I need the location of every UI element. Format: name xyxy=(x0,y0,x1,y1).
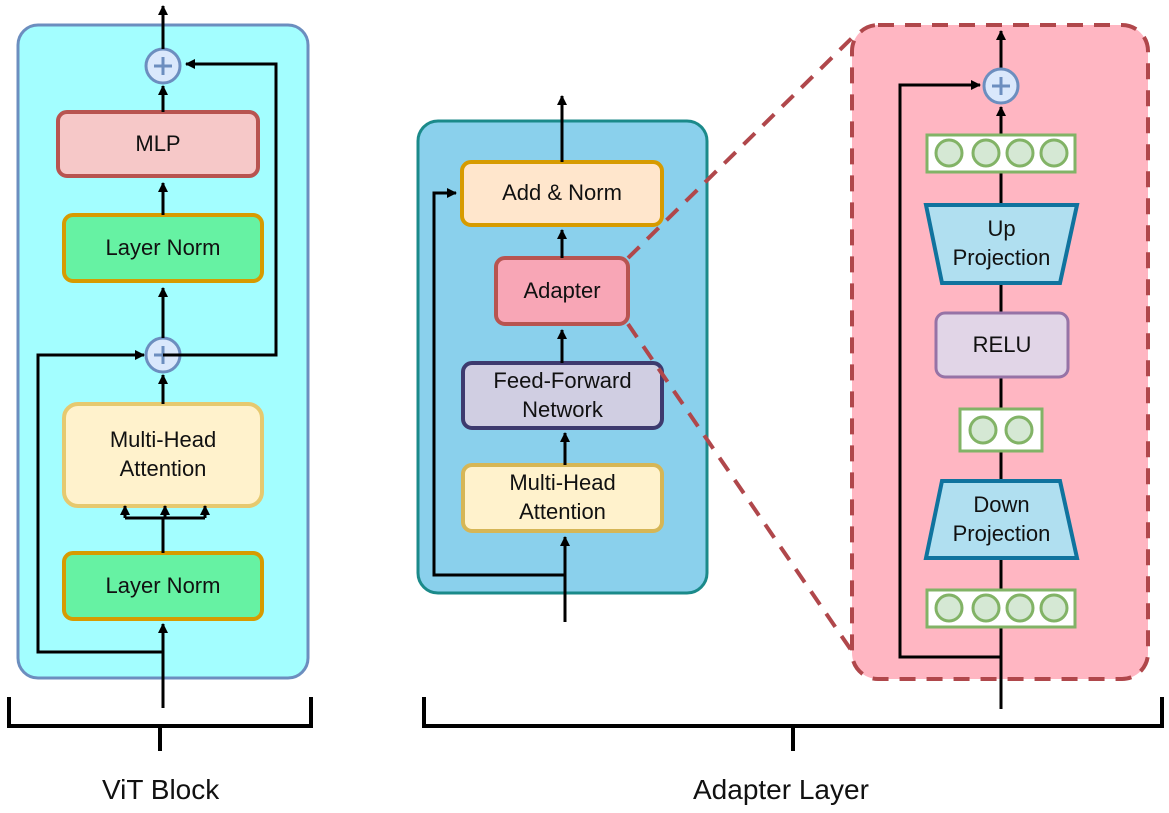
bottleneck-neuron xyxy=(968,415,998,445)
vit-block-brace xyxy=(7,697,313,751)
input-neuron xyxy=(1039,593,1069,623)
adapter-add-node xyxy=(982,67,1020,105)
vit-mlp-label: MLP xyxy=(135,130,181,156)
ffn-label: Feed-Forward Network xyxy=(493,367,632,422)
input-neuron xyxy=(971,593,1001,623)
bottleneck-neuron xyxy=(1004,415,1034,445)
middle-attention-label: Multi-Head Attention xyxy=(509,470,616,524)
relu-label: RELU xyxy=(972,331,1032,357)
down-projection-label: Down Projection xyxy=(952,491,1051,546)
adapter-layer-caption: Adapter Layer xyxy=(693,774,869,805)
output-vector xyxy=(925,133,1077,174)
vit-add-node-top xyxy=(144,47,182,85)
vit-mlp-box xyxy=(56,110,260,178)
adapter-layer-brace xyxy=(422,697,1164,751)
vit-block-caption: ViT Block xyxy=(102,774,220,805)
vit-attention-label: Multi-Head Attention xyxy=(109,427,217,481)
output-neuron xyxy=(934,138,964,168)
add-norm-label: Add & Norm xyxy=(502,180,622,206)
up-projection-label: Up Projection xyxy=(952,216,1051,270)
vit-layer-norm-top-label: Layer Norm xyxy=(105,234,221,260)
output-neuron xyxy=(1039,138,1069,168)
vit-connectors xyxy=(36,5,278,708)
up-projection-shape xyxy=(923,203,1080,285)
bottleneck-vector xyxy=(958,407,1044,453)
input-neuron xyxy=(1005,593,1035,623)
zoom-indicator-lines xyxy=(626,30,864,668)
vit-layer-norm-bottom-label: Layer Norm xyxy=(105,572,221,598)
input-neuron xyxy=(934,593,964,623)
adapter-label: Adapter xyxy=(523,277,601,303)
middle-attention-box xyxy=(461,463,664,533)
output-neuron xyxy=(971,138,1001,168)
adapter-connectors xyxy=(898,30,1006,709)
down-projection-shape xyxy=(923,479,1080,560)
relu-box xyxy=(934,311,1070,379)
output-neuron xyxy=(1005,138,1035,168)
input-vector xyxy=(925,588,1077,629)
middle-connectors xyxy=(432,95,570,622)
